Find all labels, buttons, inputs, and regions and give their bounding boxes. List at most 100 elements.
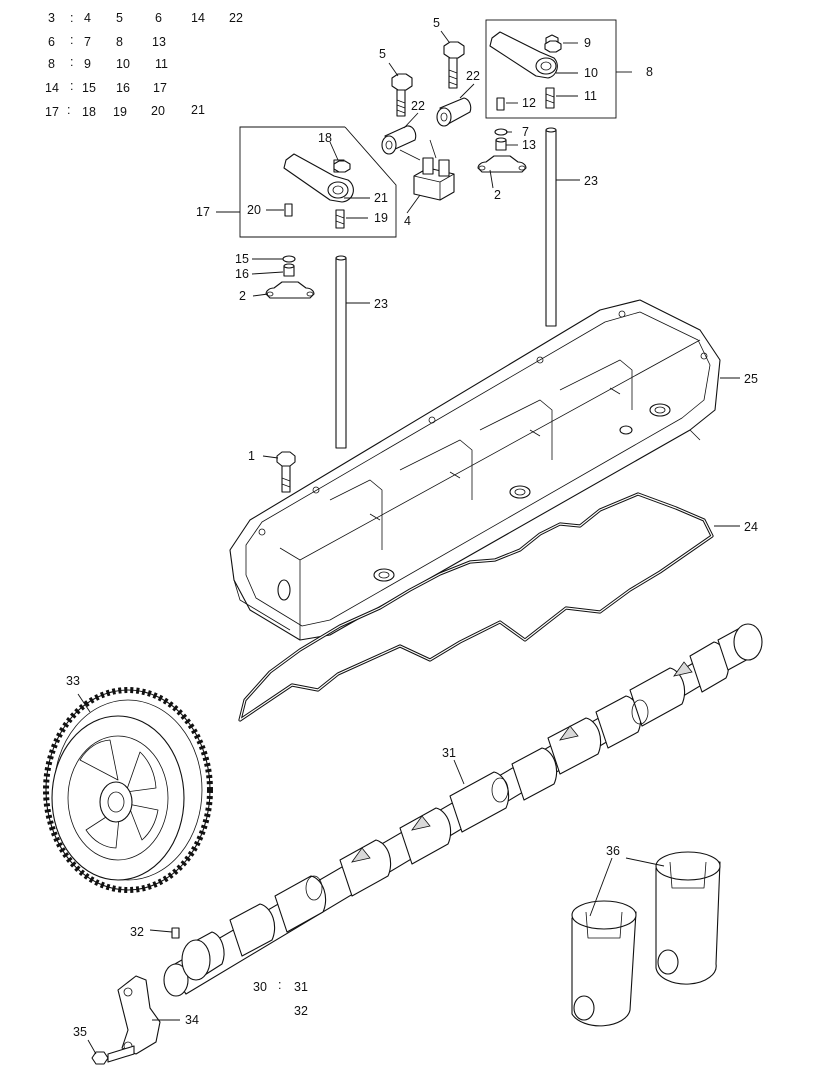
legend-child: 4 [84,11,91,25]
callout-24: 24 [744,520,758,534]
rocker-shaft-sleeve-22-right [436,97,472,127]
callout-9: 9 [584,36,591,50]
legend-child: 5 [116,11,123,25]
rocker-shaft-sleeve-22-left [381,125,417,155]
legend-parent-14: 14 [45,81,59,95]
legend-separator: : [70,79,73,93]
callout-22: 22 [466,69,480,83]
callout-23: 23 [584,174,598,188]
nut-9 [544,40,562,53]
push-rod-23-right [545,127,557,327]
cap-16 [283,263,295,277]
bolt-5-right [443,41,465,89]
callout-5: 5 [379,47,386,61]
group-legend-camshaft: 30 : 31 32 [253,978,308,1018]
legend-child: 16 [116,81,130,95]
callout-labels: 1 2 2 4 5 5 7 8 9 10 11 12 13 15 16 17 1… [66,16,758,1039]
legend-child: 7 [84,35,91,49]
legend-child: 6 [155,11,162,25]
legend-parent-6: 6 [48,35,55,49]
valve-bridge-2-left [265,281,315,299]
legend-child: 17 [153,81,167,95]
callout-23: 23 [374,297,388,311]
callout-32: 32 [130,925,144,939]
legend-child: 11 [155,57,168,71]
seal-7 [494,128,508,136]
callout-8: 8 [646,65,653,79]
callout-15: 15 [235,252,249,266]
woodruff-key-32 [171,927,180,939]
seal-15 [282,255,296,263]
rocker-group-box-8 [485,19,617,119]
pin-12 [496,97,505,111]
legend-parent-17: 17 [45,105,59,119]
tappet-36-front [571,900,637,1027]
callout-21: 21 [374,191,388,205]
valve-bridge-2-right [477,155,527,173]
legend-child: 15 [82,81,96,95]
camshaft-31 [163,623,763,997]
adjust-screw-19 [335,209,345,229]
bolt-35 [91,1045,135,1065]
callout-22: 22 [411,99,425,113]
legend-child: 20 [151,104,165,118]
legend-parent-8: 8 [48,57,55,71]
bolt-1 [276,451,296,493]
thrust-plate-34 [117,975,161,1055]
legend-child: 19 [113,105,127,119]
callout-36: 36 [606,844,620,858]
legend-child: 32 [294,1004,308,1018]
legend-child: 18 [82,105,96,119]
legend-child: 21 [191,103,205,117]
rocker-arm-10 [489,31,559,79]
callout-10: 10 [584,66,598,80]
legend-parent-30: 30 [253,980,267,994]
leader-lines [77,30,740,1055]
callout-35: 35 [73,1025,87,1039]
legend-separator: : [70,33,73,47]
legend-child: 10 [116,57,130,71]
legend-child: 13 [152,35,166,49]
legend-child: 9 [84,57,91,71]
group-legend: 3 : 4 5 6 14 22 6 : 7 8 13 8 : 9 10 11 1… [45,11,243,119]
callout-20: 20 [247,203,261,217]
callout-12: 12 [522,96,536,110]
rocker-arm-21 [283,153,354,203]
cap-13 [495,137,507,151]
callout-7: 7 [522,125,529,139]
legend-child: 22 [229,11,243,25]
tappet-36-rear [655,851,721,985]
legend-separator: : [67,103,70,117]
callout-1: 1 [248,449,255,463]
callout-19: 19 [374,211,388,225]
rocker-housing-25 [229,299,721,641]
callout-4: 4 [404,214,411,228]
legend-child: 8 [116,35,123,49]
camshaft-gear-33 [43,687,213,893]
nut-18 [333,160,351,173]
rocker-bracket-4 [399,139,455,201]
bolt-5-left [391,73,413,117]
adjust-screw-11 [545,87,555,109]
callout-2: 2 [494,188,501,202]
callout-16: 16 [235,267,249,281]
legend-separator: : [70,55,73,69]
rocker-group-box-17 [239,126,397,238]
pin-20 [284,203,293,217]
callout-17: 17 [196,205,210,219]
legend-separator: : [70,11,73,25]
callout-33: 33 [66,674,80,688]
callout-11: 11 [584,89,597,103]
push-rod-23-left [335,255,347,449]
callout-13: 13 [522,138,536,152]
legend-parent-3: 3 [48,11,55,25]
cover-gasket-24 [238,492,714,722]
callout-25: 25 [744,372,758,386]
callout-31: 31 [442,746,456,760]
legend-child: 14 [191,11,205,25]
callout-2: 2 [239,289,246,303]
callout-5: 5 [433,16,440,30]
legend-child: 31 [294,980,308,994]
callout-18: 18 [318,131,332,145]
